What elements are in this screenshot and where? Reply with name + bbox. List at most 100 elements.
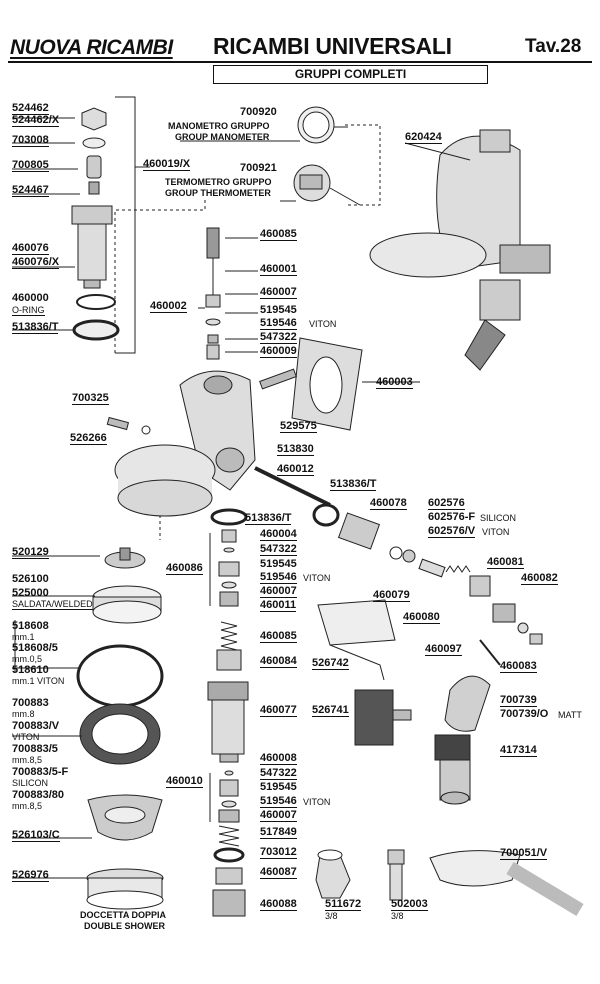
part-502003-note: 3/8	[391, 911, 404, 921]
part-511672: 511672	[325, 898, 362, 911]
part-703008: 703008	[12, 134, 49, 147]
part-460003: 460003	[376, 376, 413, 389]
part-460002: 460002	[150, 300, 187, 313]
part-700921-desc-it: TERMOMETRO GRUPPO	[165, 177, 272, 187]
part-460008: 460008	[260, 752, 297, 765]
part-513830: 513830	[277, 443, 314, 456]
mm-label-1a: mm.1	[12, 632, 35, 642]
part-460009: 460009	[260, 345, 297, 358]
part-460081: 460081	[487, 556, 524, 569]
part-519546-b: 519546	[260, 571, 297, 584]
part-460000-note: O-RING	[12, 305, 45, 316]
part-519545-c: 519545	[260, 781, 297, 793]
part-460078: 460078	[370, 497, 407, 510]
part-460007-b: 460007	[260, 585, 297, 598]
part-519545-b: 519545	[260, 558, 297, 570]
part-460076: 460076	[12, 242, 49, 255]
part-518608: 518608	[12, 620, 49, 632]
part-524467: 524467	[12, 184, 49, 197]
part-460010: 460010	[166, 775, 203, 788]
part-460079: 460079	[373, 589, 410, 602]
part-526103c: 526103/C	[12, 829, 60, 842]
double-shower-label-it: DOCCETTA DOPPIA	[80, 910, 167, 920]
part-460085-a: 460085	[260, 228, 297, 241]
part-700920-desc-it: MANOMETRO GRUPPO	[168, 121, 270, 131]
part-513836t-a: 513836/T	[12, 321, 59, 334]
part-700883-80: 700883/80	[12, 789, 64, 801]
part-513836t-c: 513836/T	[245, 512, 292, 525]
part-700325: 700325	[72, 392, 109, 405]
part-460085-b: 460085	[260, 630, 297, 643]
part-460076x: 460076/X	[12, 256, 60, 269]
mm-label-85b: mm.8,5	[12, 801, 43, 811]
part-703012: 703012	[260, 846, 297, 859]
part-460084: 460084	[260, 655, 297, 668]
part-526976: 526976	[12, 869, 49, 882]
part-700739o: 700739/O	[500, 708, 549, 720]
part-525000-note: SALDATA/WELDED	[12, 599, 93, 610]
part-460000: 460000	[12, 292, 49, 304]
part-460019x: 460019/X	[143, 158, 191, 171]
viton-label-e: VITON	[303, 797, 331, 807]
part-511672-note: 3/8	[325, 911, 338, 921]
part-602576v: 602576/V	[428, 525, 476, 538]
viton-label-a: VITON	[309, 319, 337, 329]
part-700051v: 700051/V	[500, 847, 548, 860]
part-700883-5: 700883/5	[12, 743, 58, 755]
part-700921-desc-en: GROUP THERMOMETER	[165, 188, 271, 198]
part-502003: 502003	[391, 898, 428, 911]
part-700920-desc-en: GROUP MANOMETER	[175, 132, 270, 142]
part-518610-note: mm.1 VITON	[12, 676, 65, 686]
part-513836t-b: 513836/T	[330, 478, 377, 491]
part-700883-5f: 700883/5-F	[12, 766, 69, 778]
part-547322-a: 547322	[260, 331, 297, 344]
table-number: Tav.28	[525, 36, 582, 57]
part-526266: 526266	[70, 432, 107, 445]
double-shower-label-en: DOUBLE SHOWER	[84, 921, 165, 931]
part-460012: 460012	[277, 463, 314, 476]
part-602576f: 602576-F	[428, 511, 476, 523]
part-526741: 526741	[312, 704, 349, 717]
part-460087: 460087	[260, 866, 297, 879]
viton-label-b: VITON	[482, 527, 510, 537]
part-460011: 460011	[260, 599, 297, 612]
part-524462x: 524462/X	[12, 114, 60, 127]
part-460007-c: 460007	[260, 809, 297, 822]
part-460086: 460086	[166, 562, 203, 575]
part-460001: 460001	[260, 263, 297, 276]
part-460088: 460088	[260, 898, 297, 911]
part-526100: 526100	[12, 573, 49, 585]
header-rule	[8, 61, 592, 63]
page-title: RICAMBI UNIVERSALI	[213, 33, 452, 59]
part-460083: 460083	[500, 660, 537, 673]
part-525000: 525000	[12, 587, 49, 599]
part-519546-a: 519546	[260, 317, 297, 330]
part-520129: 520129	[12, 546, 49, 559]
part-460004: 460004	[260, 528, 297, 541]
part-529575: 529575	[280, 420, 317, 433]
part-547322-c: 547322	[260, 767, 297, 780]
part-700883v: 700883/V	[12, 720, 60, 732]
part-547322-b: 547322	[260, 543, 297, 556]
part-460080: 460080	[403, 611, 440, 624]
part-460007-a: 460007	[260, 286, 297, 299]
mm-label-85a: mm.8,5	[12, 755, 43, 765]
part-700921: 700921	[240, 162, 277, 174]
section-title: GRUPPI COMPLETI	[213, 65, 488, 84]
part-700805: 700805	[12, 159, 49, 172]
part-524462: 524462	[12, 102, 49, 115]
mm-label-05: mm.0,5	[12, 654, 43, 664]
silicon-label-b: SILICON	[12, 778, 49, 788]
part-700739: 700739	[500, 694, 537, 707]
part-620424: 620424	[405, 131, 442, 144]
part-460082: 460082	[521, 572, 558, 585]
part-602576: 602576	[428, 497, 465, 510]
part-518608-5: 518608/5	[12, 642, 58, 654]
silicon-label-a: SILICON	[480, 513, 517, 523]
part-526742: 526742	[312, 657, 349, 670]
part-517849: 517849	[260, 826, 297, 839]
part-460097: 460097	[425, 643, 462, 656]
viton-label-d: VITON	[12, 732, 40, 742]
